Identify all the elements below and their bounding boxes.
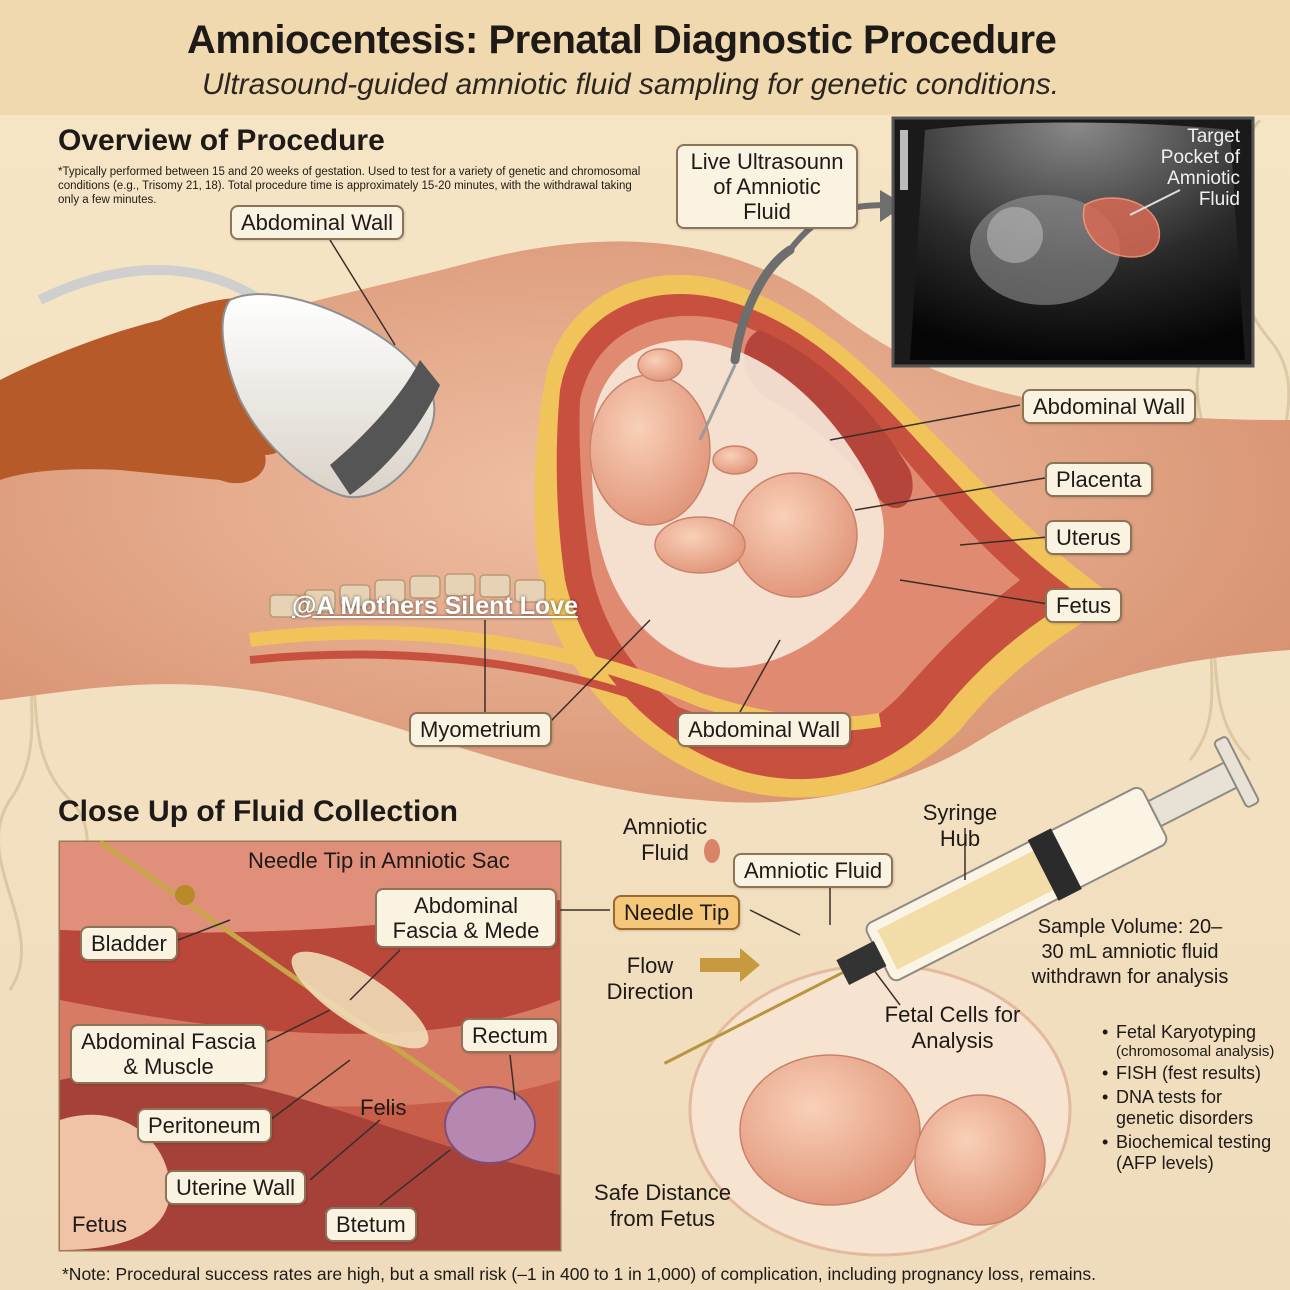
- label-syringe-hub: Syringe Hub: [922, 800, 998, 851]
- flow-arrow: [700, 948, 760, 982]
- leader-lines: [329, 239, 1049, 723]
- label-bladder: Bladder: [80, 926, 178, 961]
- label-amniotic-fluid: Amniotic Fluid: [733, 853, 894, 888]
- closeup-heading: Close Up of Fluid Collection: [58, 795, 458, 828]
- label-flow-direction: Flow Direction: [606, 953, 694, 1004]
- label-placenta: Placenta: [1045, 462, 1153, 497]
- ultrasound-screen: [891, 116, 1255, 368]
- test-item: DNA tests for genetic disorders: [1102, 1087, 1282, 1129]
- label-live-ultrasound: Live Ultrasounn of Amniotic Fluid: [676, 144, 858, 229]
- spine: [269, 573, 546, 618]
- label-target-pocket: Target Pocket of Amniotic Fluid: [1160, 126, 1240, 210]
- rectum-shape: [444, 1086, 536, 1164]
- needle-closeup: [98, 839, 472, 1103]
- tests-list: Fetal Karyotyping(chromosomal analysis) …: [1102, 1022, 1282, 1177]
- label-fetal-cells: Fetal Cells for Analysis: [884, 1002, 1021, 1053]
- label-myometrium: Myometrium: [409, 712, 553, 747]
- page-subtitle: Ultrasound-guided amniotic fluid samplin…: [202, 68, 1060, 101]
- syringe: [663, 736, 1260, 1065]
- label-uterus: Uterus: [1045, 520, 1132, 555]
- hand-with-probe: [0, 265, 440, 499]
- label-fetus-closeup: Fetus: [72, 1212, 128, 1237]
- label-uterine-wall: Uterine Wall: [165, 1170, 306, 1205]
- test-item: FISH (fest results): [1102, 1063, 1282, 1084]
- syringe-scene: [560, 736, 1260, 1257]
- label-sample-volume: Sample Volume: 20–30 mL amniotic fluid w…: [1031, 916, 1229, 988]
- label-peritoneum: Peritoneum: [137, 1108, 272, 1143]
- test-item: Fetal Karyotyping(chromosomal analysis): [1102, 1022, 1282, 1060]
- overview-heading: Overview of Procedure: [58, 124, 385, 157]
- label-rectum: Rectum: [461, 1018, 559, 1053]
- uterus-cross-section: [249, 274, 1120, 798]
- overview-text: *Typically performed between 15 and 20 w…: [58, 166, 641, 206]
- label-abdominal-wall-bottom: Abdominal Wall: [677, 712, 852, 747]
- watermark: @A Mothers Silent Love: [292, 592, 578, 620]
- test-item: Biochemical testing (AFP levels): [1102, 1132, 1282, 1174]
- label-amniotic-fluid-small: Amniotic Fluid: [622, 814, 708, 865]
- label-abdominal-wall-right: Abdominal Wall: [1022, 389, 1197, 424]
- label-abdominal-fascia-mede: Abdominal Fascia & Mede: [375, 888, 557, 948]
- target-pocket: [1082, 197, 1161, 258]
- label-felis: Felis: [360, 1095, 407, 1120]
- label-safe-distance: Safe Distance from Fetus: [594, 1180, 731, 1231]
- closeup-inset-title: Needle Tip in Amniotic Sac: [248, 848, 510, 873]
- label-btetum: Btetum: [325, 1207, 417, 1242]
- label-needle-tip: Needle Tip: [613, 895, 741, 930]
- label-abdominal-wall-top: Abdominal Wall: [230, 205, 405, 240]
- label-abdominal-fascia-muscle: Abdominal Fascia & Muscle: [70, 1024, 267, 1084]
- footer-note: *Note: Procedural success rates are high…: [62, 1264, 1096, 1284]
- page-title: Amniocentesis: Prenatal Diagnostic Proce…: [187, 18, 1057, 62]
- fetus-main: [589, 348, 858, 598]
- label-fetus-right: Fetus: [1045, 588, 1123, 623]
